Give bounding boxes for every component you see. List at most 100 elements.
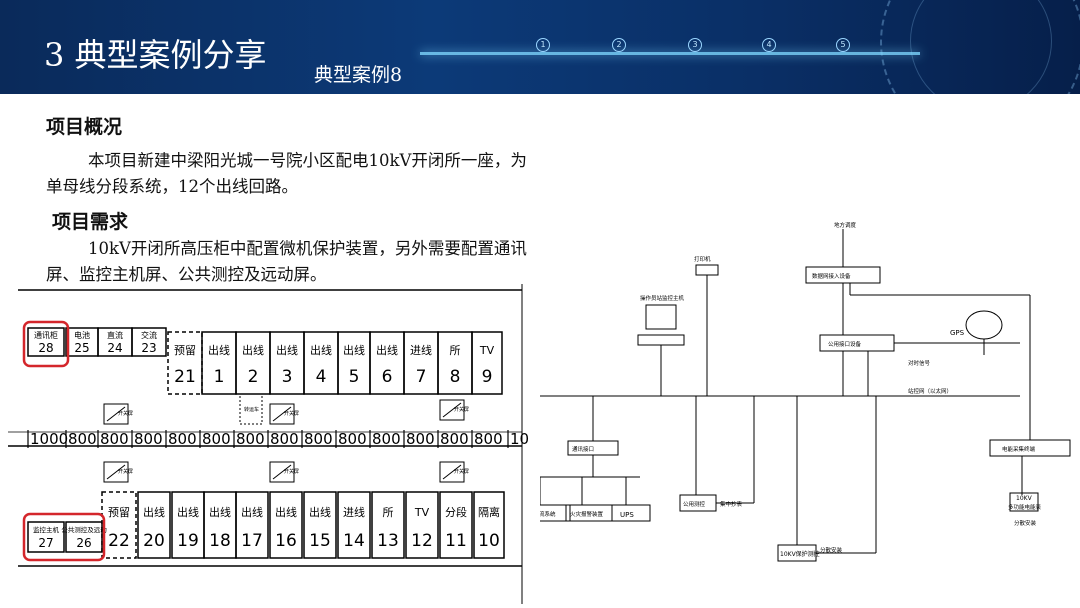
central-meter-label: 集中抄表 [720,500,743,508]
cabinet-number: 8 [450,367,461,387]
bottom-cabinet-row: 监控主机27公共测控及远动26预留22出线20出线19出线18出线17出线16出… [22,491,505,562]
marker-dot: 2 [612,38,626,52]
cabinet-box [439,491,473,559]
cabinet-box [371,491,405,559]
cabinet-name: 预留 [174,344,196,357]
panel-symbol-label: 开关屏 [284,410,299,417]
printer-label: 打印机 [694,255,711,263]
multi-meter-label: 多功能电能表 [1008,503,1042,511]
dimension-label: 800 [236,430,265,448]
cabinet-name: 所 [383,506,394,519]
network-diagram: 地方调度 数据网接入设备 打印机 操作员站监控主机 公用接口设备 GPS 对时信… [540,221,1071,562]
cabinet-box [269,491,303,559]
cabinet-box [101,491,137,559]
dispersed-label: 分散安装 [820,546,843,554]
cabinet-name: 通讯柜 [34,330,58,340]
cabinet-name: 出线 [310,343,332,357]
public-meas-label: 公用测控 [683,500,706,508]
cabinet-name: 直流 [107,330,123,340]
cabinet-number: 26 [76,536,91,550]
cabinet-box [337,491,371,559]
cabinet-number: 15 [309,531,331,551]
dimension-label: 800 [270,430,299,448]
decorative-ring [880,0,1080,94]
panel-symbol-label: 开关屏 [284,468,299,475]
host-label: 操作员站监控主机 [640,294,685,302]
dimension-label: 800 [100,430,129,448]
cabinet-name: 出线 [241,505,263,519]
cabinet-number: 2 [248,367,259,387]
cabinet-number: 6 [382,367,393,387]
page-subtitle: 典型案例8 [314,64,403,86]
energy-terminal-label: 电能采集终端 [1002,445,1036,453]
decorative-glow-line [420,52,920,55]
header-banner: 1 2 3 4 5 3 典型案例分享 典型案例8 [0,0,1080,94]
cabinet-number: 4 [316,367,327,387]
cabinet-number: 16 [275,531,297,551]
cabinet-number: 9 [482,367,493,387]
cabinet-name: 预留 [108,506,130,519]
cabinet-name: 出线 [143,505,165,519]
requirements-heading: 项目需求 [52,211,129,233]
cabinet-box [137,491,171,559]
ups-label: UPS [620,511,634,519]
cabinet-number: 12 [411,531,433,551]
cabinet-number: 3 [282,367,293,387]
dimension-label: 800 [406,430,435,448]
dimension-label: 800 [202,430,231,448]
dimension-label: 10 [510,430,529,448]
overview-line-1: 本项目新建中梁阳光城一号院小区配电10kV开闭所一座，为 [88,151,527,170]
requirements-line-1: 10kV开闭所高压柜中配置微机保护装置，另外需要配置通讯 [88,239,527,258]
cabinet-name: 出线 [276,343,298,357]
cabinet-name: 监控主机 [33,525,60,534]
dimension-label: 800 [440,430,469,448]
cabinet-box [405,491,439,559]
dimension-label: 800 [372,430,401,448]
station-net-label: 站控网（以太网） [908,387,952,395]
cabinet-box [27,521,65,553]
meter-10kv-label: 10KV [1016,495,1033,502]
cabinet-number: 5 [349,367,360,387]
cabinet-number: 20 [143,531,165,551]
cabinet-box [27,327,65,357]
cabinet-number: 1 [214,367,225,387]
cabinet-name: 进线 [343,505,365,519]
cabinet-name: 所 [450,344,461,357]
timing-label: 对时信号 [908,359,931,367]
cabinet-name: 分段 [445,505,467,519]
cabinet-number: 7 [416,367,427,387]
cabinet-name: 出线 [208,343,230,357]
dimension-label: 800 [304,430,333,448]
cabinet-number: 14 [343,531,365,551]
dimension-label: 800 [168,430,197,448]
cabinet-name: 出线 [242,343,264,357]
highlight-box [22,320,70,368]
dimension-label: 1000 [30,430,68,448]
cabinet-box [235,491,269,559]
fire-alarm-label: 火灾报警装置 [570,510,604,518]
cabinet-number: 22 [108,531,130,551]
cabinet-number: 13 [377,531,399,551]
cabinet-name: TV [414,506,430,519]
marker-dot: 3 [688,38,702,52]
cabinet-number: 18 [209,531,231,551]
page-title: 3 典型案例分享 [44,36,267,74]
gateway-label: 公用接口设备 [828,340,862,348]
dispatch-label: 地方调度 [834,221,857,229]
cabinet-number: 11 [445,531,467,551]
cabinet-box [471,331,503,395]
cabinet-name: 出线 [177,505,199,519]
marker-dot: 4 [762,38,776,52]
cabinet-number: 28 [38,341,53,355]
cabinet-name: 出线 [343,343,365,357]
dimension-label: 800 [134,430,163,448]
cabinet-name: 出线 [376,343,398,357]
cabinet-name: 出线 [209,505,231,519]
highlight-box [22,512,106,562]
data-access-label: 数据网接入设备 [812,272,851,280]
panel-symbol-label: 开关屏 [454,468,469,475]
dimension-label: 800 [474,430,503,448]
cabinet-box [131,327,167,357]
